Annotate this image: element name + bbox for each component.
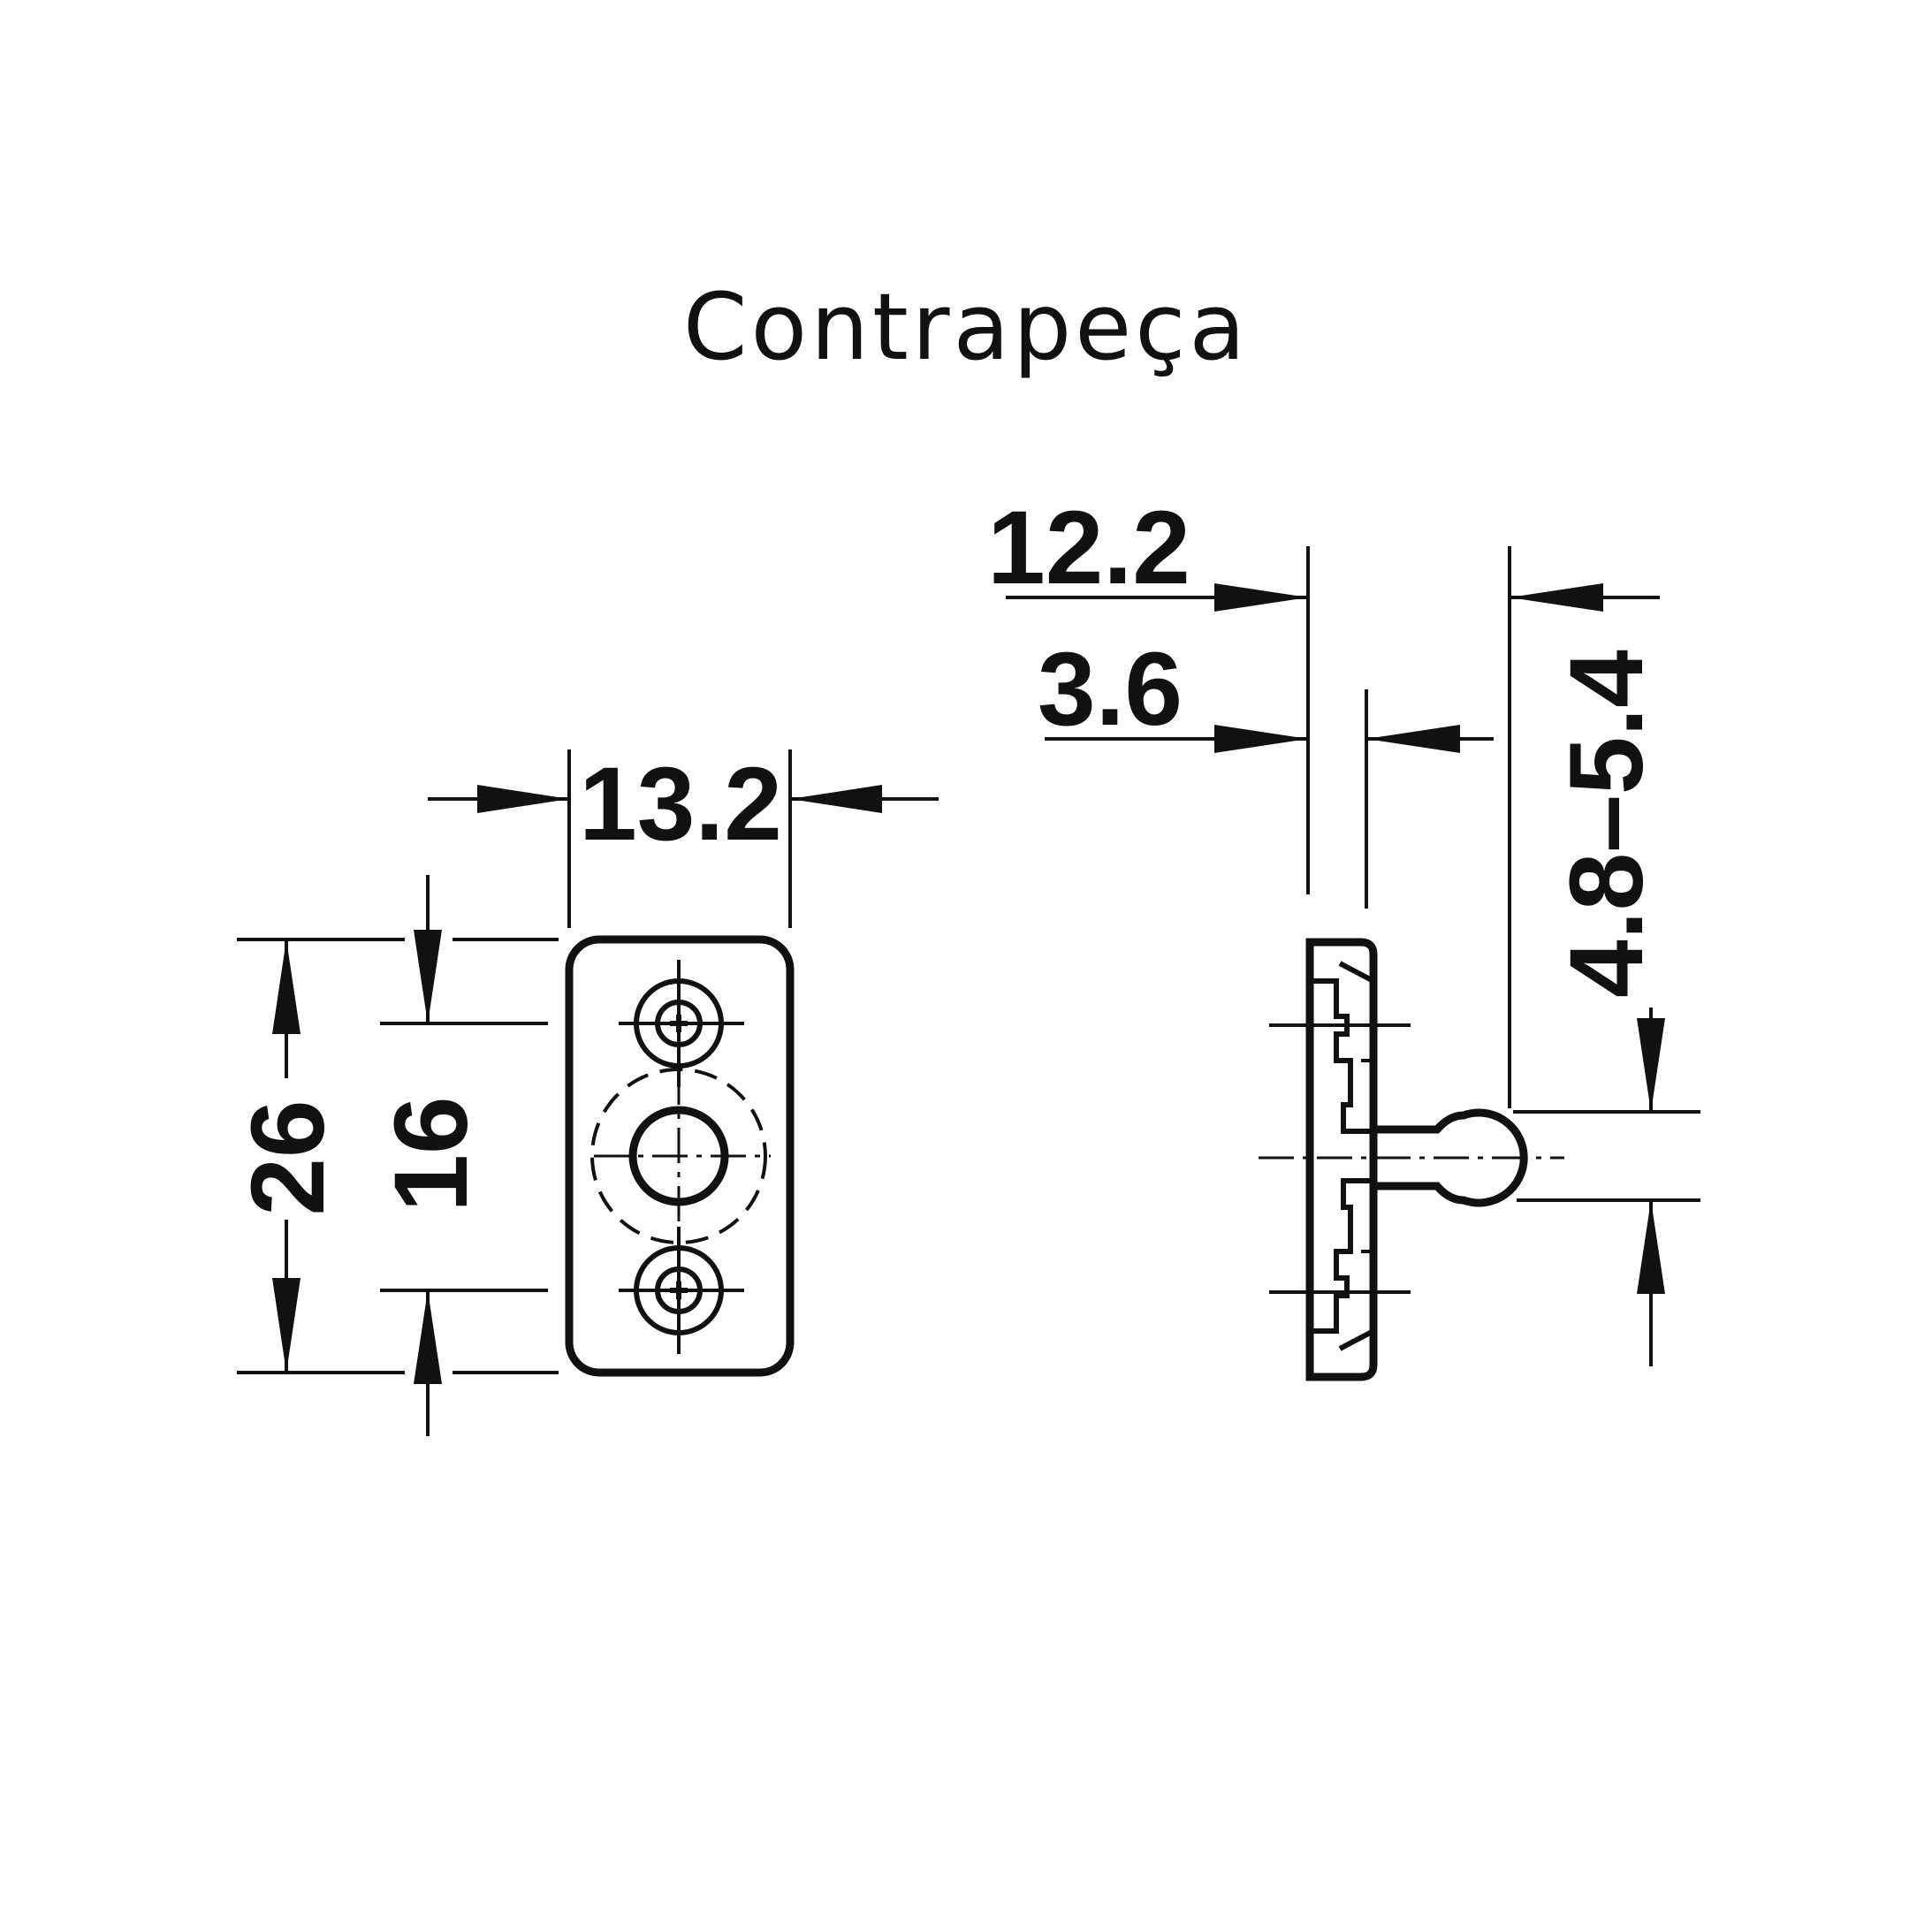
side-view: 12.2 3.6 4.8–5.4 <box>987 490 1700 1381</box>
top-screw-hole <box>619 960 744 1087</box>
height-dimension: 26 <box>230 938 559 1374</box>
offset-label: 12.2 <box>987 490 1190 606</box>
front-plate-outline <box>565 935 795 1377</box>
front-view: 13.2 26 16 <box>230 746 939 1436</box>
ball-range-label: 4.8–5.4 <box>1548 650 1665 998</box>
center-hole <box>590 1068 771 1246</box>
ball-range-dimension: 4.8–5.4 <box>1513 636 1700 1366</box>
offset-dimension: 12.2 <box>987 490 1660 1108</box>
width-dimension: 13.2 <box>428 746 939 928</box>
spacing-label: 16 <box>373 1096 490 1212</box>
height-label: 26 <box>230 1099 346 1215</box>
bottom-screw-hole <box>619 1227 744 1354</box>
width-label: 13.2 <box>579 746 782 863</box>
page-title: Contrapeça <box>682 273 1250 381</box>
side-plate-outline <box>1305 938 1378 1381</box>
ball-stud <box>1373 1108 1528 1207</box>
thickness-dimension: 3.6 <box>1038 631 1494 909</box>
spacing-dimension: 16 <box>373 875 548 1436</box>
thickness-label: 3.6 <box>1038 631 1183 748</box>
